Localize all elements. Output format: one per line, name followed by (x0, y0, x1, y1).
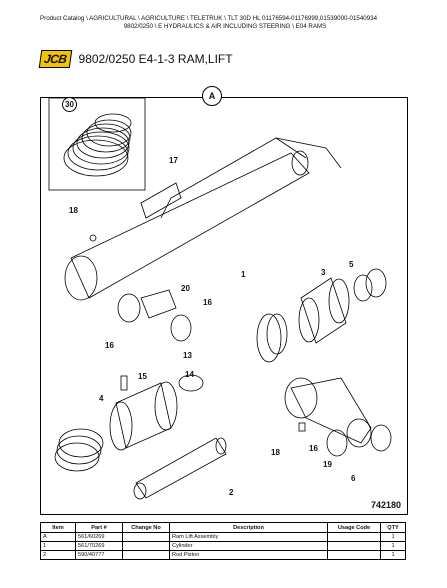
piston-head (256, 268, 387, 363)
col-change: Change No (122, 522, 170, 533)
callout-18[interactable]: 18 (69, 206, 78, 215)
cell-part[interactable]: 561/70269 (75, 541, 123, 551)
callout-18-b[interactable]: 18 (271, 448, 280, 457)
piston-rod (133, 437, 227, 500)
callout-15[interactable]: 15 (138, 372, 147, 381)
table-row[interactable]: A 561/60269 Ram Lift Assembly 1 (40, 532, 406, 542)
breadcrumb-line-1[interactable]: Product Catalog \ AGRICULTURAL \ AGRICUL… (40, 15, 378, 22)
parts-table: Item Part # Change No Description Usage … (40, 522, 406, 560)
gland-assembly (54, 374, 204, 472)
ram-lift-illustration (48, 98, 392, 500)
callout-3[interactable]: 3 (321, 268, 326, 277)
cell-item: 1 (40, 541, 76, 551)
callout-17[interactable]: 17 (169, 156, 178, 165)
cell-usage (327, 550, 381, 560)
callout-14[interactable]: 14 (185, 370, 194, 379)
table-row[interactable]: 2 590/40777 Rod Piston 1 (40, 550, 406, 560)
seal-rings-inset (63, 113, 132, 177)
brand-logo: JCB (38, 50, 72, 68)
callout-16-a[interactable]: 16 (203, 298, 212, 307)
cell-item: A (40, 532, 76, 542)
cell-usage (327, 541, 381, 551)
callout-16-c[interactable]: 16 (309, 444, 318, 453)
cell-usage (327, 532, 381, 542)
cell-description: Cylinder (169, 541, 328, 551)
table-header-row: Item Part # Change No Description Usage … (40, 522, 406, 533)
callout-19[interactable]: 19 (323, 460, 332, 469)
breadcrumb-line-2[interactable]: 9802/0250 \ E HYDRAULICS & AIR INCLUDING… (123, 23, 327, 30)
table-row[interactable]: 1 561/70269 Cylinder 1 (40, 541, 406, 551)
col-usage: Usage Code (327, 522, 381, 533)
breadcrumb: Product Catalog \ AGRICULTURAL \ AGRICUL… (40, 15, 410, 31)
drawing-number: 742180 (370, 500, 401, 510)
cell-part[interactable]: 590/40777 (75, 550, 123, 560)
cell-description: Ram Lift Assembly (169, 532, 328, 542)
cell-qty: 1 (380, 550, 406, 560)
callout-5[interactable]: 5 (349, 260, 354, 269)
inset-callout[interactable]: 30 (62, 97, 77, 112)
cell-qty: 1 (380, 541, 406, 551)
callout-2[interactable]: 2 (229, 488, 234, 497)
callout-6[interactable]: 6 (351, 474, 356, 483)
page-header: JCB 9802/0250 E4-1-3 RAM,LIFT (38, 50, 233, 68)
col-qty: QTY (380, 522, 406, 533)
page-title: 9802/0250 E4-1-3 RAM,LIFT (78, 52, 233, 66)
callout-4[interactable]: 4 (99, 394, 104, 403)
cell-description: Rod Piston (169, 550, 328, 560)
col-part: Part # (75, 522, 123, 533)
cell-change (122, 550, 170, 560)
callout-20[interactable]: 20 (181, 284, 190, 293)
cell-part[interactable]: 561/60269 (75, 532, 123, 542)
cell-change (122, 541, 170, 551)
cell-item: 2 (40, 550, 76, 560)
cylinder-body (64, 137, 342, 301)
col-item: Item (40, 522, 76, 533)
callout-16-b[interactable]: 16 (105, 341, 114, 350)
exploded-parts-drawing: A 30 17 18 1 3 5 20 16 16 13 15 4 14 18 … (40, 86, 408, 515)
callout-13[interactable]: 13 (183, 351, 192, 360)
rod-eye (284, 377, 392, 457)
view-label-a[interactable]: A (202, 86, 222, 106)
cell-change (122, 532, 170, 542)
callout-1[interactable]: 1 (241, 270, 246, 279)
col-description: Description (169, 522, 328, 533)
cell-qty: 1 (380, 532, 406, 542)
